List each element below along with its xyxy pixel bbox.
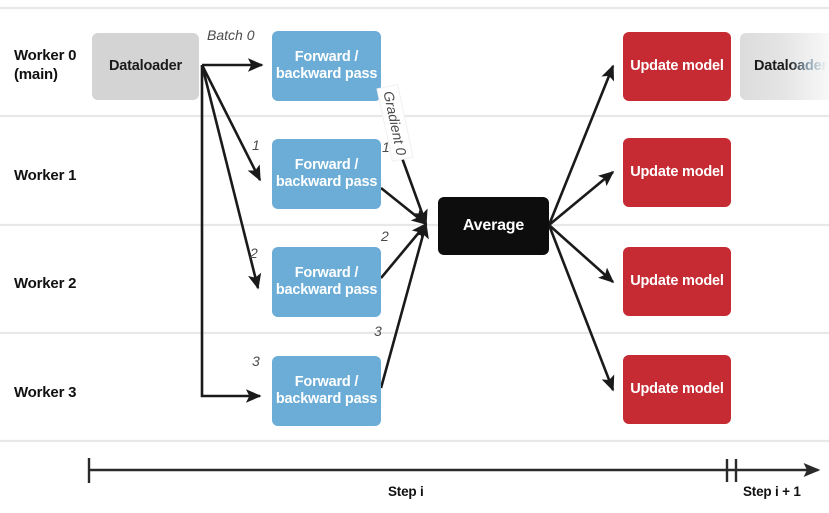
node-dataloader-next-step-label: Dataloader <box>754 57 827 74</box>
row-label-worker-2: Worker 2 <box>14 275 77 292</box>
node-forward-backward-worker-1[interactable]: Forward / backward pass <box>272 139 381 209</box>
timeline-label-step-i: Step i <box>388 484 424 499</box>
row-label-worker-1: Worker 1 <box>14 167 77 184</box>
timeline-label-step-i-plus-1: Step i + 1 <box>743 484 801 499</box>
node-forward-backward-worker-3[interactable]: Forward / backward pass <box>272 356 381 426</box>
edge-label-gradient-1: 1 <box>382 139 390 155</box>
batch-dispatch-edges <box>200 58 264 403</box>
row-label-worker-0: Worker 0 (main) <box>14 47 77 83</box>
node-forward-backward-worker-0[interactable]: Forward / backward pass <box>272 31 381 101</box>
node-forward-backward-worker-2[interactable]: Forward / backward pass <box>272 247 381 317</box>
model-update-edges <box>547 64 615 392</box>
row-label-worker-3: Worker 3 <box>14 384 77 401</box>
edge-label-batch-0: Batch 0 <box>207 27 255 43</box>
node-average[interactable]: Average <box>438 197 549 255</box>
node-dataloader-next-step[interactable]: Dataloader <box>740 33 829 100</box>
timeline-axis <box>87 458 821 483</box>
node-update-model-worker-1[interactable]: Update model <box>623 138 731 207</box>
node-update-model-worker-2[interactable]: Update model <box>623 247 731 316</box>
edge-label-gradient-2: 2 <box>381 228 389 244</box>
edge-label-gradient-3: 3 <box>374 323 382 339</box>
node-update-model-worker-3[interactable]: Update model <box>623 355 731 424</box>
node-update-model-worker-0[interactable]: Update model <box>623 32 731 101</box>
edge-label-batch-3: 3 <box>252 353 260 369</box>
edge-label-batch-2: 2 <box>250 245 258 261</box>
edge-label-batch-1: 1 <box>252 137 260 153</box>
node-dataloader[interactable]: Dataloader <box>92 33 199 100</box>
